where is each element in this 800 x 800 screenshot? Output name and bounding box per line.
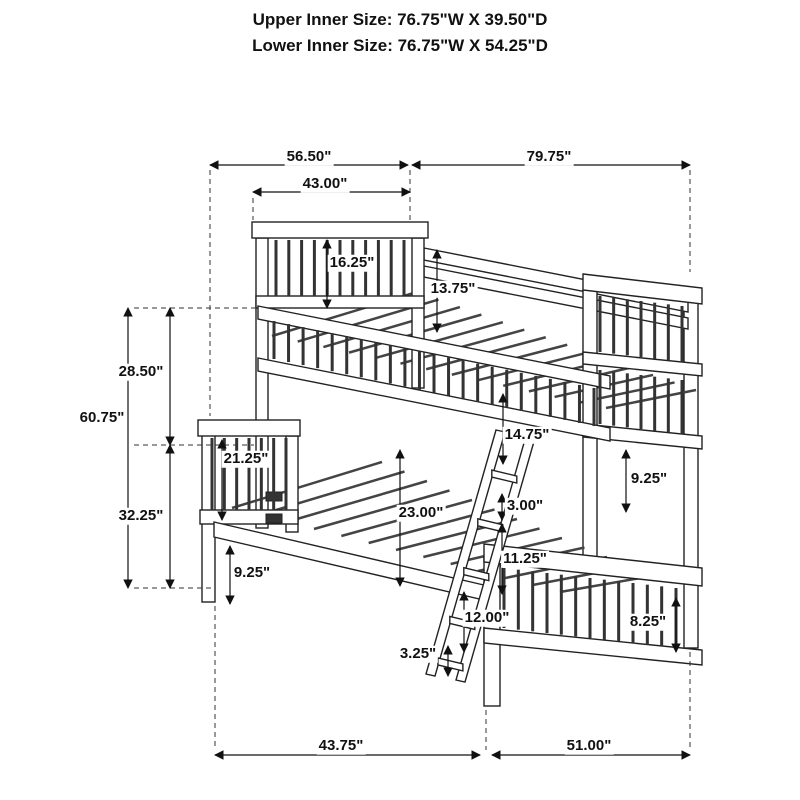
dim-footboard-lower-gap: 8.25": [627, 612, 669, 631]
dimension-lines: [123, 160, 691, 760]
dim-ladder-foot-offset: 3.25": [397, 644, 439, 663]
dim-ladder-step-gap: 11.25": [501, 549, 549, 568]
dim-headboard-width: 43.00": [300, 174, 350, 193]
lower-inner-size-title: Lower Inner Size: 76.75"W X 54.25"D: [252, 36, 548, 55]
dim-bottom-width-left: 43.75": [316, 736, 366, 755]
dim-upper-rail-drop: 13.75": [428, 279, 478, 298]
dim-rail-thickness: 3.00": [504, 496, 546, 515]
dim-side-rail-floor-height: 9.25": [231, 563, 273, 582]
lower-spindles: [210, 438, 678, 648]
dim-top-width-right: 79.75": [524, 147, 574, 166]
dim-lower-section-height: 32.25": [116, 506, 166, 525]
lower-bunk-frame: [197, 419, 703, 707]
dim-overall-height: 60.75": [77, 408, 127, 427]
extension-lines: [134, 170, 691, 750]
dim-lower-headboard-height: 21.25": [221, 449, 271, 468]
dim-bottom-width-right: 51.00": [564, 736, 614, 755]
dim-rung-spacing: 12.00": [462, 608, 512, 627]
dim-bunk-clearance: 23.00": [396, 503, 446, 522]
dim-top-width-left: 56.50": [284, 147, 334, 166]
dim-upper-section-height: 28.50": [116, 362, 166, 381]
dim-footboard-upper-gap: 9.25": [628, 469, 670, 488]
upper-spindles: [272, 240, 684, 434]
upper-bunk-frame: [251, 221, 703, 563]
dim-headboard-panel-height: 16.25": [327, 253, 377, 272]
dim-guardrail-height: 14.75": [502, 425, 552, 444]
upper-inner-size-title: Upper Inner Size: 76.75"W X 39.50"D: [252, 10, 548, 29]
